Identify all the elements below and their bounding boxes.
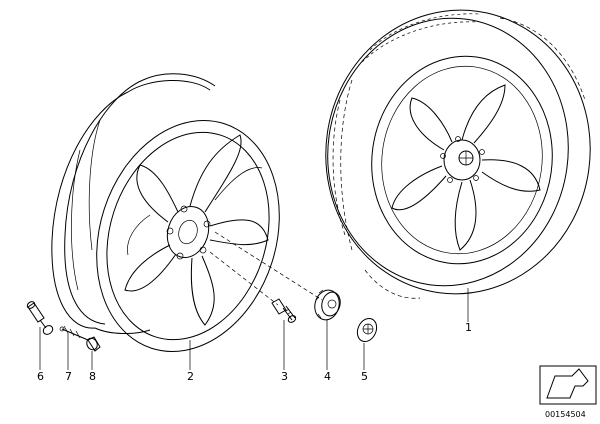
tyre-tread-pattern	[332, 13, 586, 299]
hub-cap[interactable]	[312, 287, 343, 322]
valve-stem[interactable]	[26, 300, 54, 336]
callout-2: 2	[187, 370, 194, 383]
wheel-bolt[interactable]	[271, 298, 297, 324]
valve-cap[interactable]	[85, 336, 101, 352]
callout-8: 8	[89, 370, 96, 383]
valve-core[interactable]	[59, 325, 89, 341]
reference-number: 00154504	[545, 410, 586, 419]
callout-3: 3	[281, 370, 288, 383]
callout-4: 4	[324, 370, 331, 383]
callout-7: 7	[65, 370, 72, 383]
complete-wheel-with-tyre[interactable]	[308, 0, 600, 311]
reference-box	[539, 365, 597, 405]
callout-1: 1	[465, 321, 472, 334]
alloy-rim[interactable]	[51, 73, 308, 376]
part-outline-icon	[546, 368, 589, 399]
callout-5: 5	[361, 370, 368, 383]
emblem[interactable]	[354, 315, 380, 344]
callout-6: 6	[37, 370, 44, 383]
leader-lines	[39, 231, 469, 370]
